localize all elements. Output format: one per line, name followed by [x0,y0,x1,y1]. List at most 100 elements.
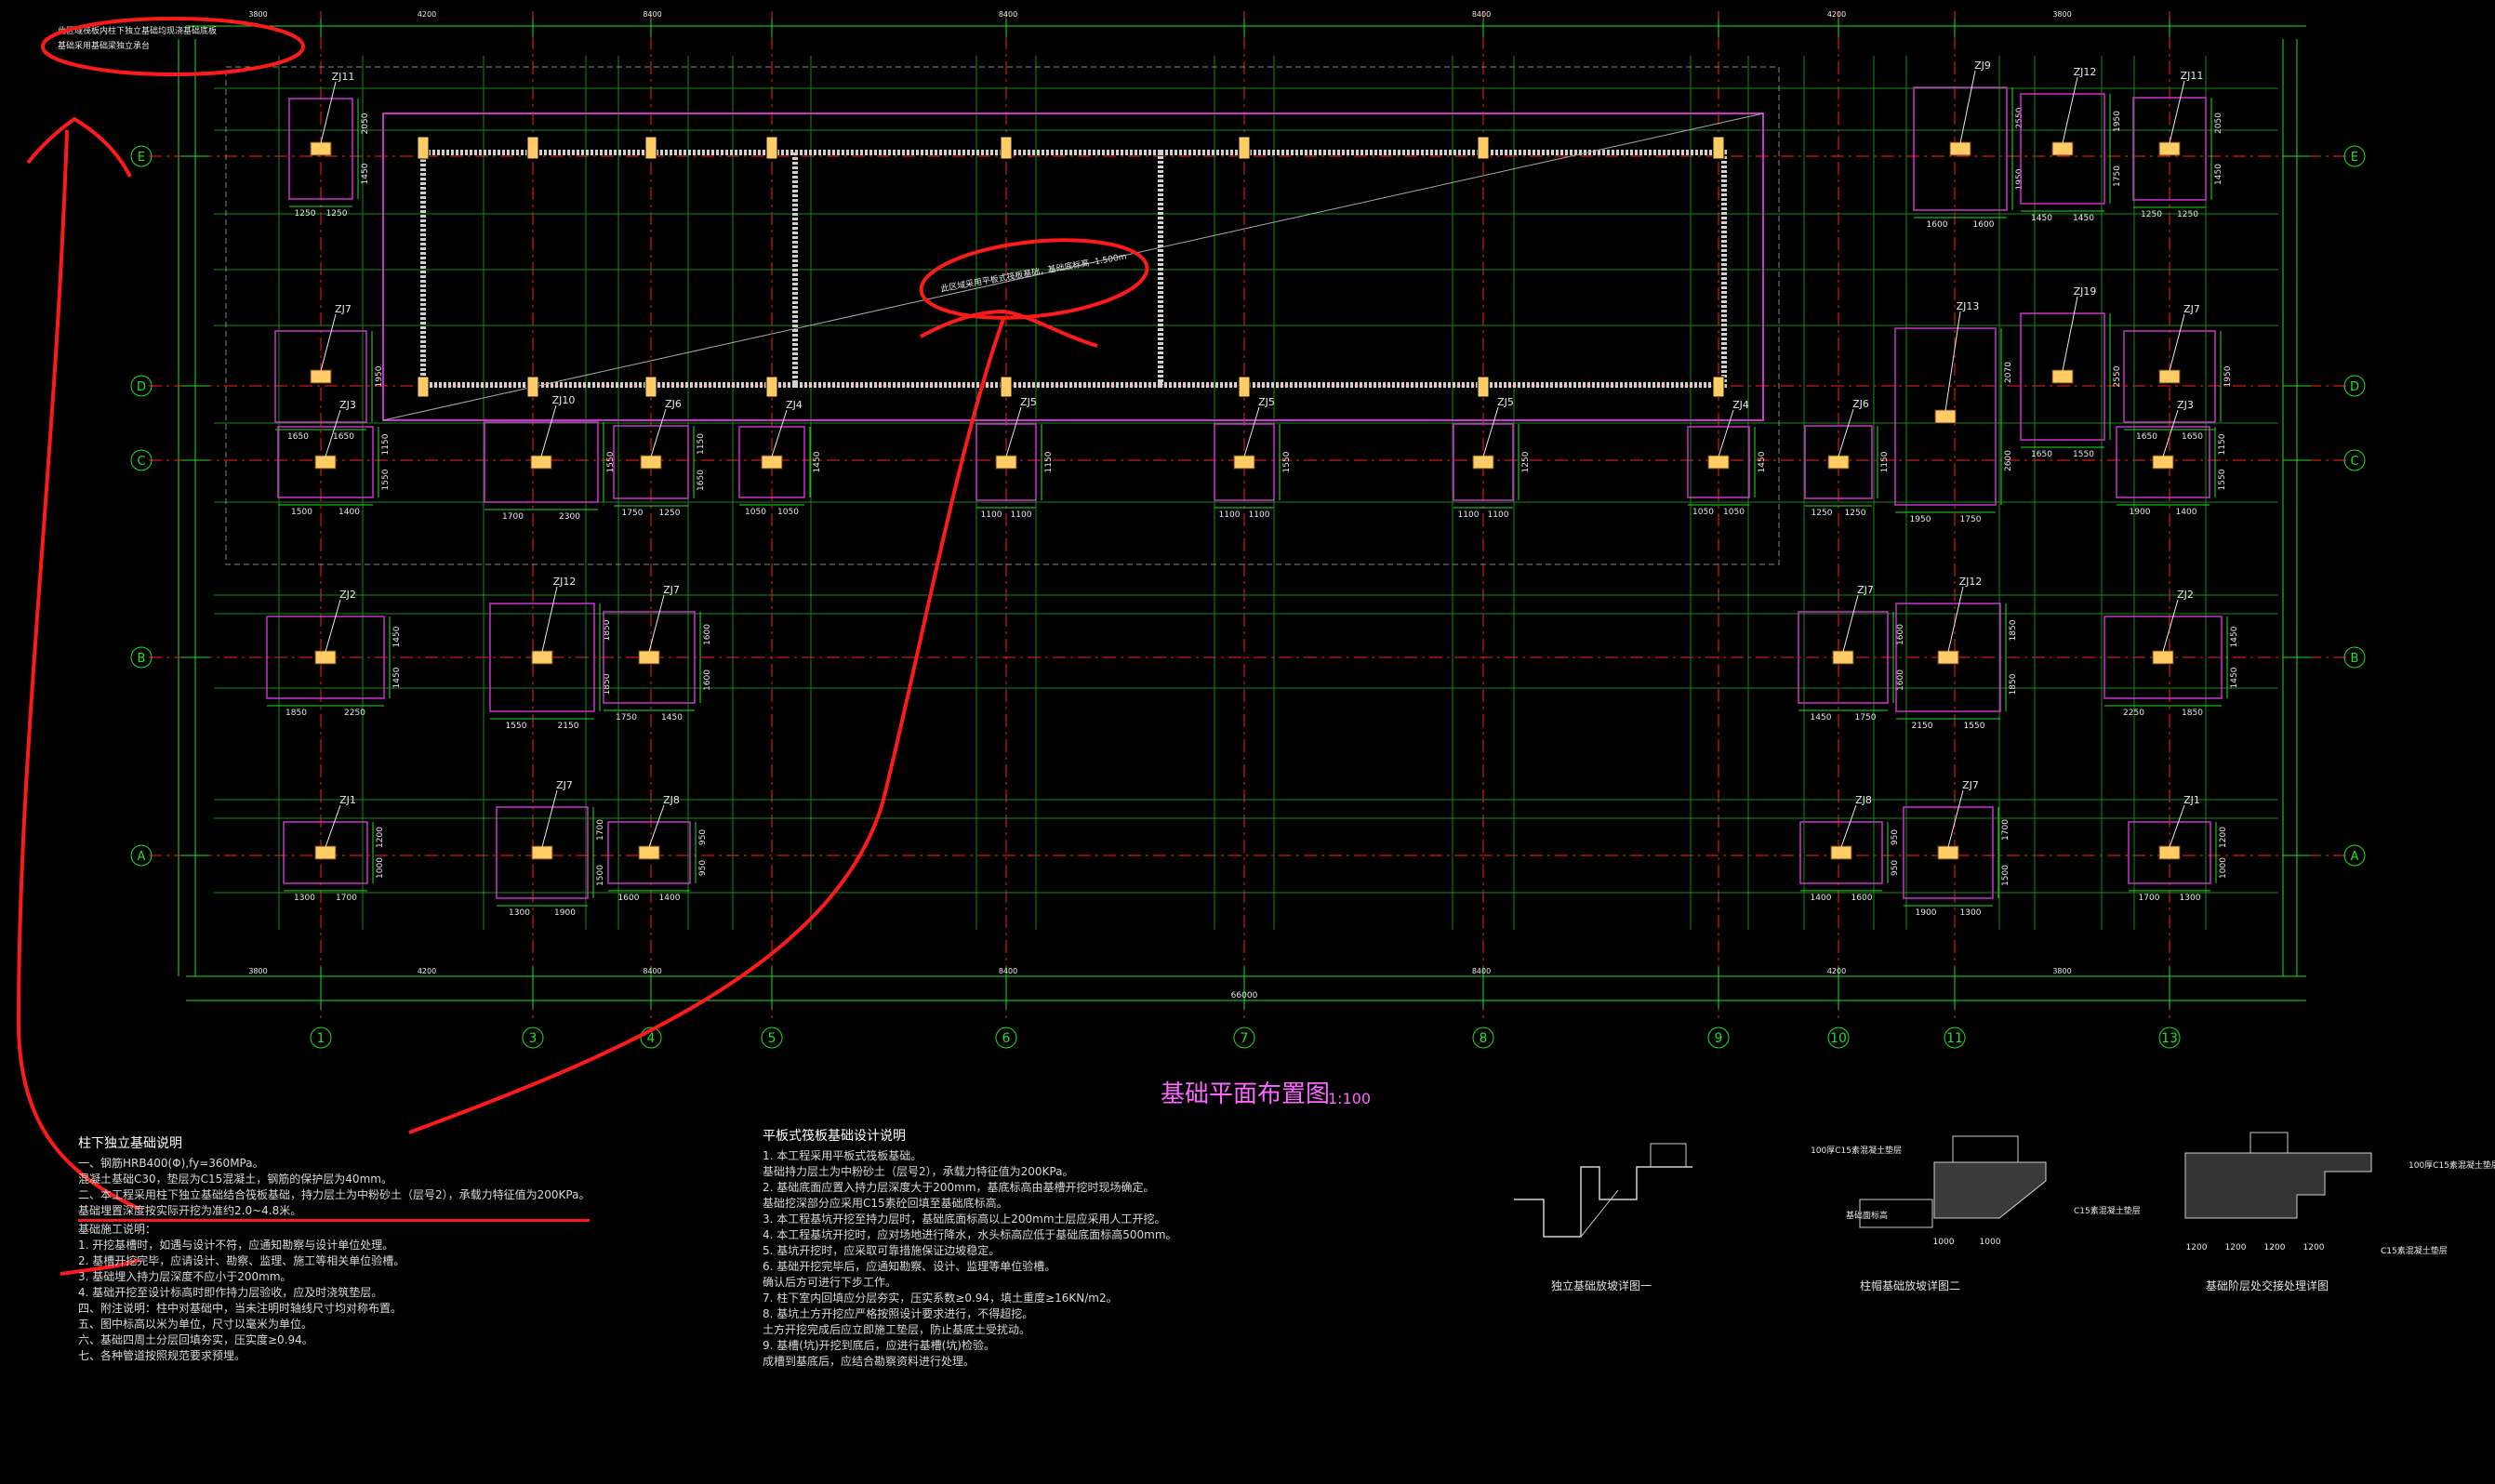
footing-outline [738,426,805,498]
footing-label: ZJ5 [1258,396,1275,408]
footing-leader [1838,408,1854,457]
footing-leader [771,409,788,457]
notes-mid: 平板式筏板基础设计说明 1. 本工程采用平板式筏板基础。 基础持力层土为中粉砂土… [763,1129,1177,1370]
axis-bubble [995,1027,1017,1049]
footing-dim-x: 1300 [294,894,315,903]
footing-dim-x: 1400 [2176,508,2197,517]
footing-dim-y: 2050 [361,113,370,134]
red-annotations: 此区域筏板内柱下独立基础均现浇基础底板基础采用基础梁独立承台此区域采用平板式筏板… [16,17,1149,1276]
axis-bubble [130,646,153,669]
footing-outline [2020,312,2105,441]
detail-caption-1: 独立基础放坡详图一 [1551,1279,1652,1292]
dim-text-top: 3800 [2052,10,2071,19]
axis-bubble [2343,145,2366,167]
footing-leader [1944,311,1961,412]
footing-outline [1687,426,1750,498]
footing-label: ZJ12 [2074,66,2097,78]
footing-leader [2162,599,2179,653]
detail3-dim: 1200 [2225,1243,2247,1252]
footing-leader [325,409,341,457]
footing-label: ZJ7 [2183,303,2200,315]
note-line: 成槽到基底后，应结合勘察资料进行处理。 [763,1355,975,1368]
footing-outline [2103,616,2223,699]
footing-outline [489,603,595,712]
footing-column [314,650,337,665]
footing-label: ZJ8 [1855,794,1872,806]
dim-text-top: 8400 [643,10,661,19]
footing-column [310,369,332,384]
footing-dim-x: 1250 [2177,210,2198,219]
footing-outline [266,616,385,699]
footing-outline [1453,423,1514,501]
footing-dim-y: 950 [1891,860,1900,876]
topleft-note-line: 此区域筏板内柱下独立基础均现浇基础底板 [58,25,217,36]
note-line: 五、图中标高以米为单位，尺寸以毫米为单位。 [78,1318,313,1331]
annotation-left-tail [60,1258,140,1276]
footing-leader [648,804,665,848]
axis-label-col: 13 [2161,1031,2178,1046]
axis-bubble [130,375,153,397]
footing-dim-x: 1050 [1723,508,1745,517]
footing-dim-y: 2550 [2113,365,2122,387]
footing-dim-y: 1700 [2001,819,2011,841]
wall-column [1477,376,1490,398]
footing-dim-x: 1100 [1011,510,1032,520]
footing-dim-y: 2050 [2214,113,2223,134]
footing-outline [607,821,691,884]
footing-column [2158,369,2181,384]
footing-dim-x: 1100 [1219,510,1241,520]
detail-caption-3: 基础阶层处交接处理详图 [2206,1279,2329,1292]
detail2-dim: 1000 [1980,1238,2001,1247]
axis-label-col: 11 [1946,1031,1963,1046]
footing-dim-y: 1950 [375,365,384,387]
footing-dim-x: 1750 [1960,515,1982,524]
note-line: 二、本工程采用柱下独立基础结合筏板基础，持力层土为中粉砂土（层号2），承载力特征… [78,1188,591,1201]
footing-dim-y: 1500 [596,865,605,886]
wall-column [526,376,539,398]
axis-bubble [2343,449,2366,471]
footing-leader [1959,70,1976,144]
footing-dim-x: 1650 [2182,432,2203,442]
footing-outline [2123,330,2216,423]
wall-column [1477,136,1490,160]
axis-bubble [1827,1027,1850,1049]
detail1-outline [1514,1166,1692,1238]
axis-label-row: A [138,850,146,864]
detail2-label: 100厚C15素混凝土垫层 [1811,1145,1902,1156]
axis-label-col: 5 [768,1031,776,1046]
dim-text-top: 4200 [418,10,436,19]
footing-column [310,141,332,156]
wall-column [765,136,778,160]
footing-column [530,455,552,470]
axis-label-row: C [2350,455,2358,469]
dim-text-bottom: 4200 [1827,967,1846,975]
note-line: 基础施工说明： [78,1223,157,1236]
footing-dim-y: 1150 [697,433,706,455]
footing-outline [1895,603,2001,712]
footing-column [1937,650,1959,665]
footing-dim-x: 2300 [559,512,580,522]
footing-dim-x: 1900 [1916,908,1937,918]
footing-label: ZJ4 [1732,399,1749,411]
note-line: 基础挖深部分应采用C15素砼回填至基础底标高。 [763,1197,1008,1210]
footing-leader [650,408,667,457]
axis-label-col: 4 [647,1031,656,1046]
footing-label: ZJ3 [2177,399,2194,411]
footing-dim-x: 1400 [1811,894,1832,903]
footing-outline [277,426,374,498]
axis-bubble [310,1027,332,1049]
footing-outline [1804,425,1873,499]
detail3-label: 100厚C15素混凝土垫层 [2409,1159,2495,1171]
detail1-slope [1580,1189,1619,1238]
footing-leader [1840,804,1857,848]
